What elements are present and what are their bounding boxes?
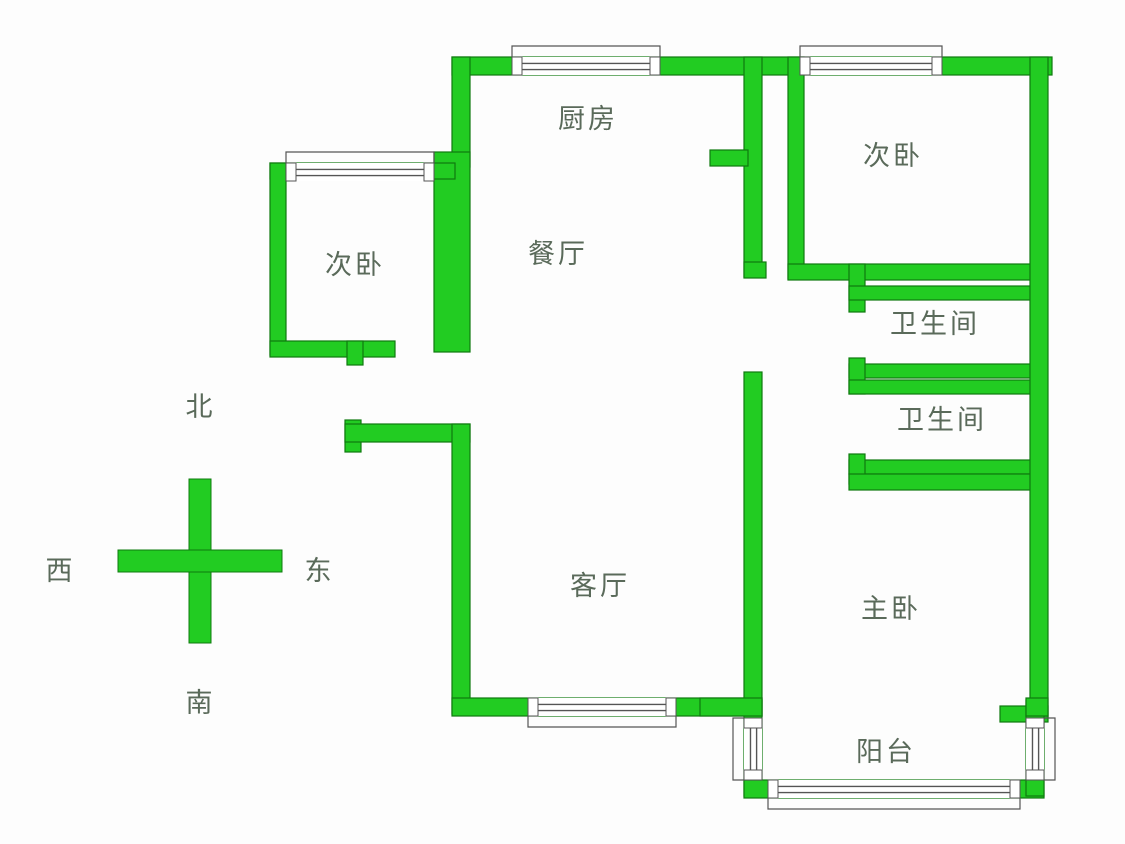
wall-bath1-top-wall <box>848 285 1040 301</box>
room-label-master: 主卧 <box>861 594 921 624</box>
window-sill-bracket <box>767 798 1021 810</box>
compass-label-south: 南 <box>186 688 215 718</box>
window-opening <box>286 163 434 181</box>
room-label-bathroom1: 卫生间 <box>890 309 980 339</box>
wall-bedroom3-bottom-wall <box>787 263 1039 281</box>
wall-living-right-wall <box>743 371 763 717</box>
window-jamb-right <box>665 697 677 717</box>
wall-bedroom2-door-stub <box>346 340 364 366</box>
wall-kitchen-door-stub-l <box>709 149 749 167</box>
wall-bedroom2-left-wall <box>269 162 287 356</box>
wall-kitchen-door-stub-b <box>743 261 767 279</box>
windows-layer <box>285 45 1056 810</box>
window-balcony-window-b <box>767 779 1021 810</box>
window-balcony-window-r <box>1025 717 1056 781</box>
window-opening <box>800 57 942 75</box>
window-sill-bracket <box>511 45 661 57</box>
window-jamb-left <box>767 779 779 799</box>
window-kitchen-window <box>511 45 661 76</box>
wall-balcony-top-right-stub <box>1025 697 1049 717</box>
room-label-bathroom2: 卫生间 <box>897 405 987 435</box>
wall-outer-right-upper <box>1029 56 1049 718</box>
room-label-balcony: 阳台 <box>856 737 916 767</box>
wall-bath2-bottom-wall <box>848 459 1040 475</box>
window-sill-bracket <box>1044 717 1056 781</box>
window-opening <box>512 57 660 75</box>
room-label-kitchen: 厨房 <box>558 104 618 134</box>
room-label-bedroom3: 次卧 <box>863 141 923 171</box>
window-jamb-left <box>511 56 523 76</box>
window-sill-bracket <box>527 716 677 728</box>
window-jamb-top <box>743 717 763 729</box>
window-sill-bracket <box>799 45 943 57</box>
window-balcony-window-l <box>732 717 763 781</box>
wall-hall-bottom-wall <box>344 423 471 443</box>
window-jamb-right <box>649 56 661 76</box>
compass-label-north: 北 <box>186 392 215 422</box>
wall-outer-left-upper <box>451 56 471 168</box>
compass-label-west: 西 <box>46 556 75 586</box>
wall-bedroom3-left-wall <box>787 56 805 280</box>
window-sill-bracket <box>732 717 744 781</box>
room-label-living: 客厅 <box>570 571 630 601</box>
window-opening <box>768 780 1020 798</box>
window-jamb-left <box>285 162 297 182</box>
wall-bedroom2-bottom-wall <box>269 340 396 358</box>
window-jamb-right <box>1009 779 1021 799</box>
window-sill-bracket <box>285 151 435 163</box>
window-jamb-top <box>1025 717 1045 729</box>
wall-balcony-top-left-stub <box>699 697 763 717</box>
compass-rose: 北东南 西 <box>46 392 334 718</box>
window-jamb-bottom <box>743 769 763 781</box>
room-label-dining: 餐厅 <box>528 239 588 269</box>
window-living-window <box>527 697 677 728</box>
window-jamb-right <box>423 162 435 182</box>
wall-outer-left-dining <box>433 151 471 353</box>
window-opening <box>1026 718 1044 780</box>
window-opening <box>744 718 762 780</box>
wall-bath2-top-wall <box>848 379 1040 395</box>
wall-living-left-wall <box>451 423 471 715</box>
window-bedroom3-window <box>799 45 943 76</box>
room-label-bedroom2: 次卧 <box>325 250 385 280</box>
wall-bath1-bottom-wall <box>848 363 1040 379</box>
compass-horizontal-arm <box>117 549 283 573</box>
wall-kitchen-right-wall <box>743 56 763 278</box>
window-jamb-left <box>527 697 539 717</box>
compass-label-east: 东 <box>305 556 334 586</box>
window-jamb-right <box>931 56 943 76</box>
window-bedroom2-window <box>285 151 435 182</box>
wall-master-top-wall <box>848 473 1040 491</box>
window-opening <box>528 698 676 716</box>
window-jamb-bottom <box>1025 769 1045 781</box>
window-jamb-left <box>799 56 811 76</box>
